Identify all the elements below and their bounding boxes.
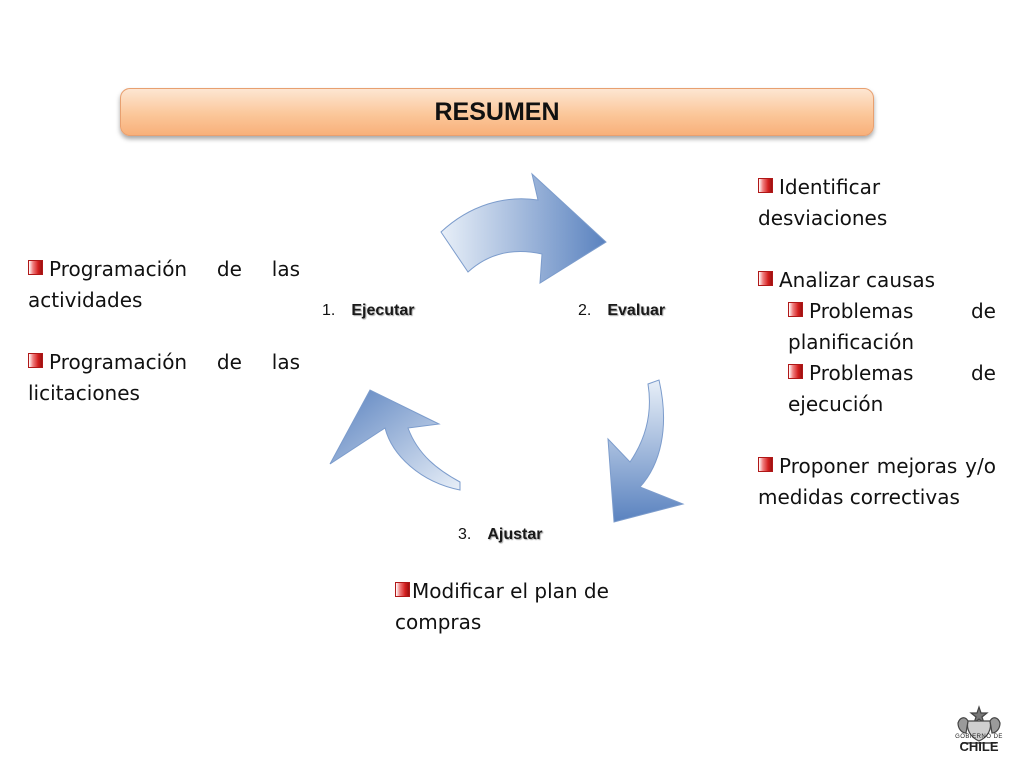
list-item-text: Problemas de planificación bbox=[788, 299, 996, 354]
step-number: 1. bbox=[322, 302, 336, 319]
cycle-arrow-right bbox=[607, 379, 685, 523]
cycle-arrow-top bbox=[440, 172, 607, 284]
right-list: Identificar desviaciones Analizar causas… bbox=[758, 172, 996, 513]
cycle-diagram bbox=[329, 172, 685, 523]
step-name: Ejecutar bbox=[351, 302, 415, 319]
list-item: Analizar causas bbox=[758, 265, 996, 296]
list-item-text: Modificar el plan de compras bbox=[395, 579, 609, 634]
bullet-icon bbox=[788, 364, 803, 379]
list-item: Modificar el plan de compras bbox=[395, 576, 655, 638]
list-item-text: Programación de las licitaciones bbox=[28, 350, 300, 405]
list-item-text: Identificar desviaciones bbox=[758, 175, 888, 230]
list-item-text: Programación de las actividades bbox=[28, 257, 300, 312]
list-item: Programación de las licitaciones bbox=[28, 347, 300, 409]
list-item-text: Proponer mejoras y/o medidas correctivas bbox=[758, 454, 996, 509]
chile-government-logo bbox=[957, 705, 1001, 744]
bottom-list: Modificar el plan de compras bbox=[395, 576, 655, 638]
step-ejecutar: 1. Ejecutar bbox=[322, 302, 414, 320]
page-title: RESUMEN bbox=[434, 97, 560, 126]
list-item: Identificar desviaciones bbox=[758, 172, 996, 234]
bullet-icon bbox=[788, 302, 803, 317]
step-name: Ajustar bbox=[487, 526, 543, 543]
list-item-text: Analizar causas bbox=[779, 268, 936, 292]
bullet-icon bbox=[758, 457, 773, 472]
bullet-icon bbox=[758, 178, 773, 193]
bullet-icon bbox=[758, 271, 773, 286]
title-banner: RESUMEN bbox=[120, 88, 874, 136]
step-name: Evaluar bbox=[607, 302, 666, 319]
bullet-icon bbox=[28, 260, 43, 275]
logo-line1: GOBIERNO DE bbox=[955, 734, 1003, 740]
sub-list-item: Problemas de planificación bbox=[788, 296, 996, 358]
step-number: 3. bbox=[458, 526, 472, 543]
logo-text: GOBIERNO DE CHILE bbox=[950, 734, 1008, 754]
left-list: Programación de las actividades Programa… bbox=[28, 254, 300, 409]
list-item-text: Problemas de ejecución bbox=[788, 361, 996, 416]
step-number: 2. bbox=[578, 302, 592, 319]
logo-line2: CHILE bbox=[959, 739, 999, 754]
sub-list-item: Problemas de ejecución bbox=[788, 358, 996, 420]
step-evaluar: 2. Evaluar bbox=[578, 302, 665, 320]
list-item: Programación de las actividades bbox=[28, 254, 300, 316]
step-ajustar: 3. Ajustar bbox=[458, 526, 542, 544]
bullet-icon bbox=[395, 582, 410, 597]
cycle-arrow-left bbox=[329, 389, 461, 491]
bullet-icon bbox=[28, 353, 43, 368]
list-item: Proponer mejoras y/o medidas correctivas bbox=[758, 451, 996, 513]
